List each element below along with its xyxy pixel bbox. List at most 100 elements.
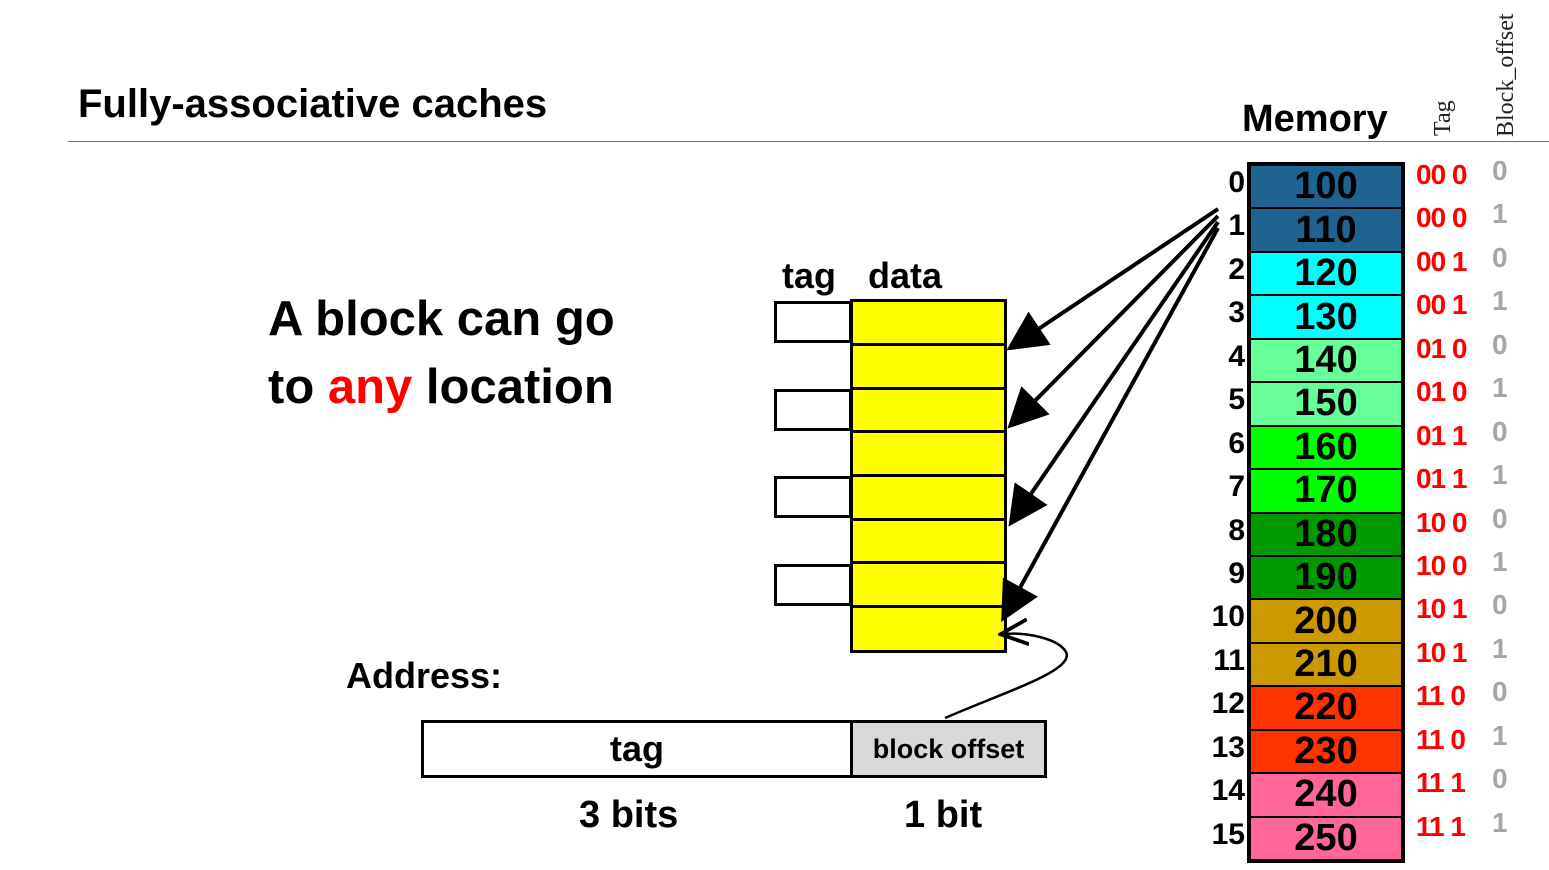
- memory-tag-bits: 01 1: [1416, 463, 1467, 495]
- memory-offset-bit: 0: [1492, 155, 1508, 186]
- memory-value: 200: [1251, 600, 1401, 642]
- memory-offset-bit: 0: [1492, 328, 1508, 360]
- offset-select-arrow: [944, 634, 1069, 720]
- memory-address: 10: [1211, 600, 1245, 634]
- memory-value: 100: [1251, 165, 1401, 208]
- memory-row: 130: [1250, 295, 1402, 338]
- memory-offset-bit: 0: [1492, 241, 1508, 273]
- memory-value: 190: [1251, 556, 1401, 599]
- memory-row: 190: [1250, 556, 1402, 599]
- memory-row: 120: [1250, 252, 1402, 295]
- memory-value: 240: [1251, 773, 1401, 816]
- memory-heading: Memory: [1242, 98, 1388, 140]
- memory-address: 1: [1228, 209, 1245, 243]
- address-offset-field: block offset: [853, 723, 1044, 775]
- title-underline: [68, 141, 1549, 142]
- memory-row: 220: [1250, 686, 1402, 729]
- memory-address: 5: [1228, 383, 1245, 417]
- memory-tag-bits: 00 1: [1416, 289, 1467, 321]
- memory-address: 7: [1228, 470, 1245, 504]
- slogan-pre: to: [268, 360, 328, 414]
- cache-line-divider: [853, 430, 1004, 433]
- memory-offset-bit: 0: [1492, 415, 1508, 447]
- memory-row: 110: [1250, 208, 1402, 251]
- cache-tag-entry: [774, 389, 852, 431]
- memory-value: 180: [1251, 513, 1401, 555]
- memory-address: 13: [1211, 730, 1245, 764]
- slogan-post: location: [412, 360, 614, 414]
- memory-value: 120: [1251, 252, 1401, 295]
- memory-address: 6: [1228, 426, 1245, 460]
- memory-value: 110: [1251, 209, 1401, 251]
- memory-value: 250: [1251, 817, 1401, 859]
- memory-tag-bits: 00 0: [1416, 202, 1467, 234]
- memory-offset-bit: 1: [1492, 285, 1508, 317]
- cache-data-heading: data: [868, 255, 943, 296]
- cache-line-divider: [853, 561, 1004, 564]
- cache-line-divider: [853, 474, 1004, 477]
- memory-address: 3: [1228, 296, 1245, 330]
- memory-offset-bit: 1: [1492, 632, 1508, 664]
- cache-line-divider: [853, 387, 1004, 390]
- slogan: A block can go to any location: [268, 285, 615, 421]
- memory-value: 140: [1251, 339, 1401, 382]
- arrow-to-cache-line: [1001, 227, 1220, 623]
- memory-row: 200: [1250, 599, 1402, 642]
- memory-tag-bits: 10 1: [1416, 636, 1467, 668]
- memory-value: 130: [1251, 296, 1401, 338]
- memory-value: 160: [1251, 426, 1401, 469]
- address-label: Address:: [346, 655, 503, 696]
- memory-offset-bit: 0: [1492, 502, 1508, 534]
- memory-offset-bit: 1: [1492, 459, 1508, 491]
- memory-address: 15: [1211, 817, 1245, 851]
- memory-row: 140: [1250, 339, 1402, 382]
- memory-tag-bits: 11 1: [1416, 767, 1466, 799]
- memory-address: 2: [1228, 252, 1245, 286]
- memory-offset-bit: 1: [1492, 372, 1508, 404]
- memory-row: 210: [1250, 643, 1402, 686]
- memory-address: 0: [1228, 166, 1245, 199]
- memory-tag-bits: 01 0: [1416, 332, 1467, 364]
- memory-row: 240: [1250, 773, 1402, 816]
- cache-line-divider: [853, 518, 1004, 521]
- memory-tag-bits: 01 1: [1416, 419, 1467, 451]
- cache-line-divider: [853, 343, 1004, 346]
- memory-offset-bit: 0: [1492, 676, 1508, 708]
- memory-address: 9: [1228, 556, 1245, 590]
- memory-address: 4: [1228, 339, 1245, 373]
- memory-address: 8: [1228, 513, 1245, 547]
- memory-address: 14: [1211, 774, 1245, 808]
- memory-tag-bits: 10 0: [1416, 506, 1467, 538]
- memory-row: 180: [1250, 513, 1402, 556]
- memory-tag-bits: 11 0: [1416, 723, 1466, 755]
- slogan-line-2: to any location: [268, 353, 615, 421]
- memory-offset-bit: 0: [1492, 763, 1508, 795]
- memory-value: 210: [1251, 643, 1401, 686]
- memory-value: 230: [1251, 730, 1401, 773]
- memory-row: 100: [1250, 165, 1402, 208]
- arrow-to-cache-line: [1007, 214, 1220, 429]
- memory-row: 170: [1250, 469, 1402, 512]
- memory-tag-bits: 10 0: [1416, 549, 1467, 581]
- memory-tag-bits: 00 1: [1416, 245, 1467, 277]
- memory-tag-bits: 11 1: [1416, 810, 1466, 842]
- memory-offset-bit: 1: [1492, 198, 1508, 230]
- slogan-highlight: any: [327, 360, 413, 414]
- cache-data-column: [850, 299, 1007, 653]
- memory-address: 12: [1211, 687, 1245, 721]
- memory-offset-bit: 1: [1492, 545, 1508, 577]
- memory-value: 170: [1251, 469, 1401, 512]
- cache-line-divider: [853, 605, 1004, 608]
- slide-title: Fully-associative caches: [78, 82, 548, 126]
- offset-bit-width: 1 bit: [904, 794, 983, 836]
- memory-row: 250: [1250, 817, 1402, 860]
- address-tag-field: tag: [424, 723, 853, 775]
- memory-offset-bit: 1: [1492, 719, 1508, 751]
- tag-bit-width: 3 bits: [579, 794, 679, 836]
- memory-tag-bits: 00 0: [1416, 159, 1467, 190]
- memory-tag-bits: 11 0: [1416, 680, 1466, 712]
- arrow-to-cache-line: [1008, 220, 1220, 527]
- memory-row: 160: [1250, 426, 1402, 469]
